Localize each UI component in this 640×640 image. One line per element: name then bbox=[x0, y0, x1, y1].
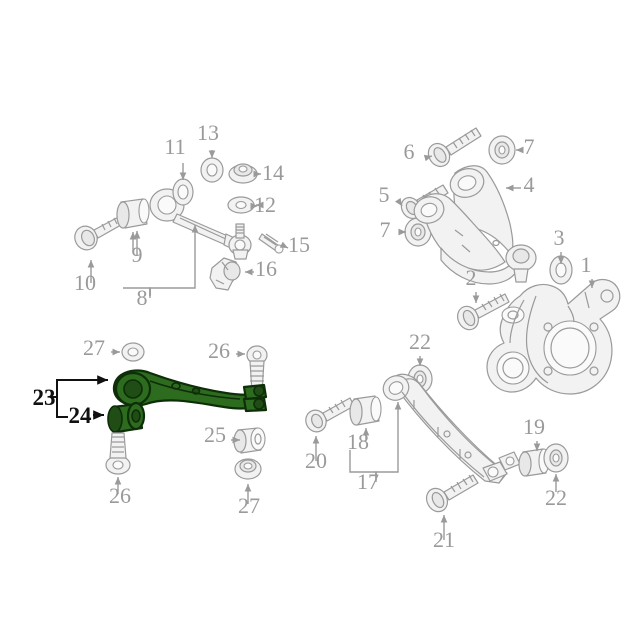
part-lower-arm-bolt-a bbox=[246, 345, 268, 393]
part-label-11[interactable]: 11 bbox=[164, 134, 185, 159]
part-trailing-arm-bushing bbox=[349, 395, 382, 426]
part-label-14[interactable]: 14 bbox=[262, 160, 284, 185]
part-trailing-arm-assembly bbox=[382, 373, 521, 484]
part-label-26a[interactable]: 26 bbox=[208, 338, 230, 363]
part-small-washer bbox=[200, 157, 224, 183]
part-lower-arm-nut-a bbox=[121, 342, 145, 362]
leader-group-toe-link bbox=[87, 150, 289, 298]
part-toe-link-bushing bbox=[116, 198, 150, 229]
part-upper-control-arm bbox=[413, 165, 537, 285]
part-trailing-arm-nut-b bbox=[543, 443, 569, 473]
part-label-12[interactable]: 12 bbox=[254, 192, 276, 217]
part-label-2[interactable]: 2 bbox=[466, 265, 477, 290]
part-trailing-arm-bolt-rear bbox=[425, 474, 479, 513]
part-label-15[interactable]: 15 bbox=[288, 232, 310, 257]
part-label-8[interactable]: 8 bbox=[137, 285, 148, 310]
part-label-23[interactable]: 23 bbox=[33, 385, 56, 410]
part-label-27b[interactable]: 27 bbox=[238, 493, 260, 518]
part-label-18[interactable]: 18 bbox=[347, 429, 369, 454]
part-group-upper-arm bbox=[395, 127, 537, 285]
part-label-22b[interactable]: 22 bbox=[545, 485, 567, 510]
part-toe-link-washer bbox=[172, 178, 194, 206]
label-layer: 1 2 3 4 5 6 7 7 8 9 10 11 12 13 14 15 16… bbox=[33, 120, 592, 552]
part-knuckle-bolt bbox=[457, 293, 510, 331]
part-label-1[interactable]: 1 bbox=[581, 252, 592, 277]
part-rear-bushing bbox=[518, 448, 550, 477]
part-flat-washer bbox=[227, 196, 255, 214]
part-label-9[interactable]: 9 bbox=[132, 242, 143, 267]
leader-group-trailing-arm bbox=[312, 356, 560, 540]
part-lower-control-arm bbox=[112, 369, 268, 413]
part-label-5[interactable]: 5 bbox=[379, 182, 390, 207]
part-upper-arm-nut-a bbox=[488, 135, 516, 165]
part-lower-arm-nut-b bbox=[234, 458, 262, 480]
part-label-16[interactable]: 16 bbox=[255, 256, 277, 281]
part-upper-arm-bolt-rear bbox=[427, 127, 482, 168]
part-toe-link-assembly bbox=[149, 188, 252, 260]
part-label-3[interactable]: 3 bbox=[554, 225, 565, 250]
part-label-27a[interactable]: 27 bbox=[83, 335, 105, 360]
part-rear-knuckle bbox=[486, 278, 621, 395]
part-label-7a[interactable]: 7 bbox=[524, 134, 535, 159]
part-group-trailing-arm bbox=[305, 356, 569, 540]
part-label-25[interactable]: 25 bbox=[204, 422, 226, 447]
part-label-26b[interactable]: 26 bbox=[109, 483, 131, 508]
part-label-20[interactable]: 20 bbox=[305, 448, 327, 473]
part-label-19[interactable]: 19 bbox=[523, 414, 545, 439]
part-knuckle-nut bbox=[549, 255, 573, 285]
part-label-21[interactable]: 21 bbox=[433, 527, 455, 552]
part-label-4[interactable]: 4 bbox=[524, 172, 535, 197]
part-lower-arm-sleeve bbox=[233, 427, 266, 454]
part-lower-arm-bolt-b bbox=[105, 432, 131, 475]
part-label-13[interactable]: 13 bbox=[197, 120, 219, 145]
part-label-10[interactable]: 10 bbox=[74, 270, 96, 295]
part-label-22a[interactable]: 22 bbox=[409, 329, 431, 354]
part-label-7b[interactable]: 7 bbox=[380, 217, 391, 242]
leader-group-lower-arm bbox=[111, 348, 252, 504]
leader-group-upper-arm bbox=[395, 146, 524, 236]
leader-group-knuckle bbox=[472, 252, 596, 303]
part-group-toe-link bbox=[74, 150, 289, 298]
part-label-17[interactable]: 17 bbox=[357, 469, 379, 494]
part-label-6[interactable]: 6 bbox=[404, 139, 415, 164]
part-group-knuckle bbox=[457, 252, 621, 395]
part-lock-nut bbox=[228, 163, 258, 184]
part-cotter-pin bbox=[258, 233, 284, 254]
part-group-lower-arm bbox=[50, 342, 268, 504]
part-lower-arm-bushing bbox=[107, 401, 146, 434]
leader-group-lower-arm-highlight bbox=[50, 375, 108, 420]
part-label-24[interactable]: 24 bbox=[69, 403, 93, 428]
part-toe-adjust-cam bbox=[209, 257, 241, 291]
